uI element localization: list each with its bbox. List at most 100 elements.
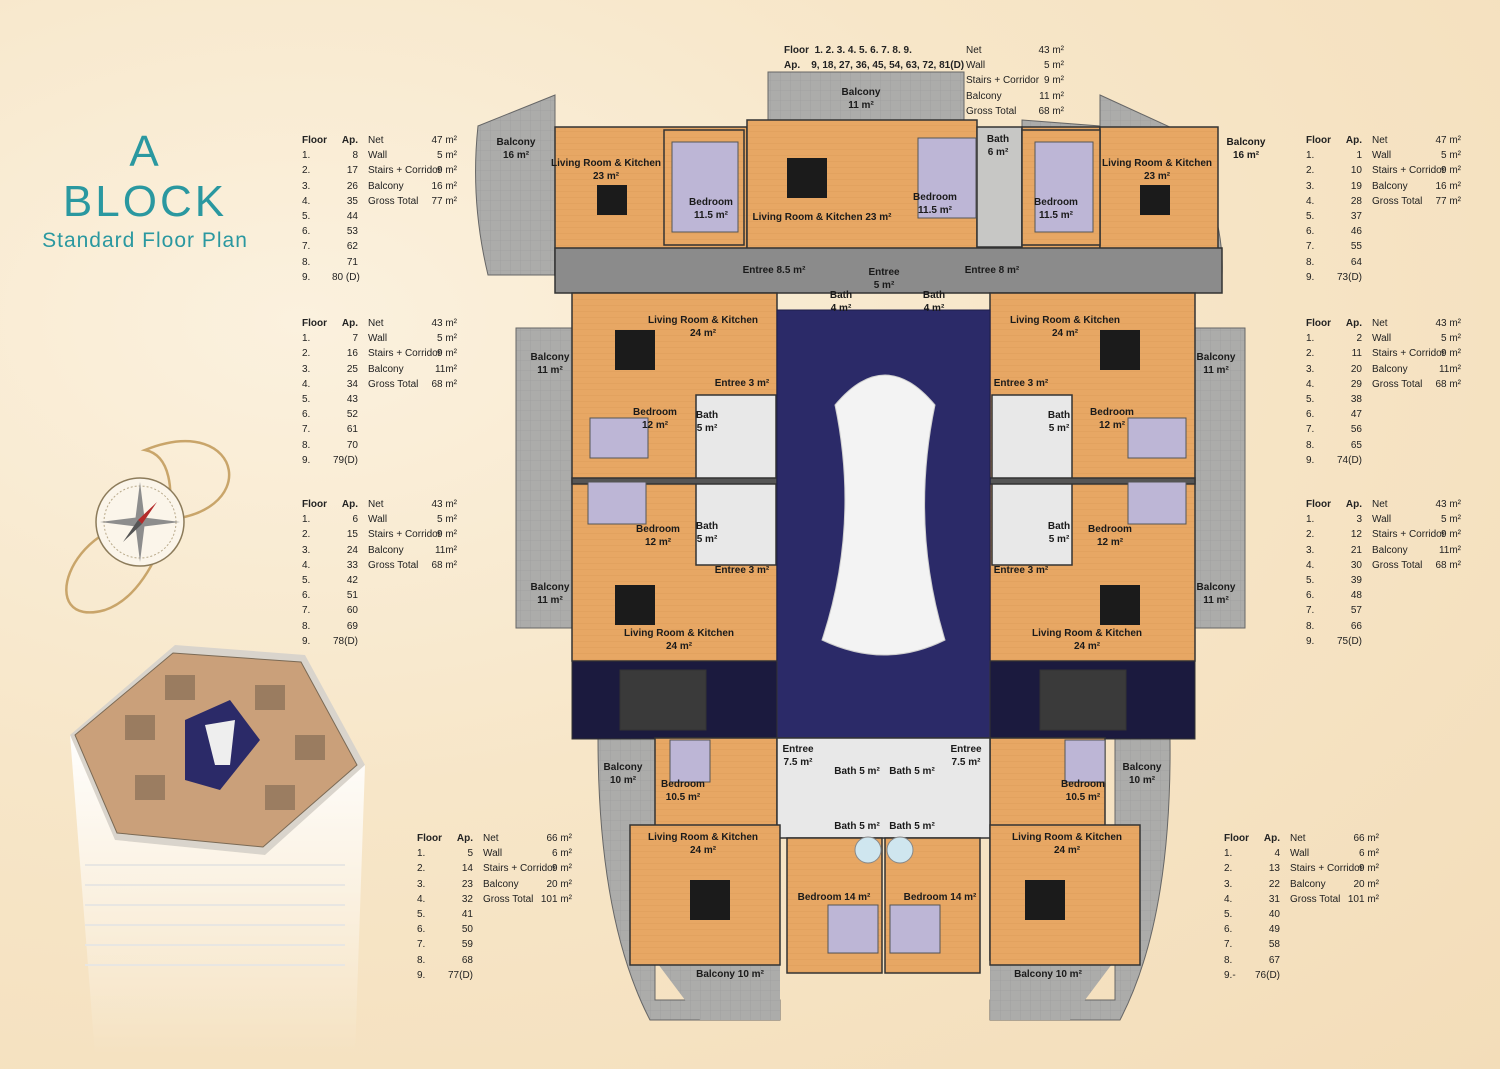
info-value: 11m² [1438,544,1461,556]
info-label: Stairs + Corridor [368,165,442,177]
floor-number: 9. [302,454,311,466]
floor-number: 3. [302,544,311,556]
room-label: Entree 3 m² [994,378,1049,389]
room-name: Balcony [1197,582,1236,593]
room-name: Balcony [1123,762,1162,773]
info-label: Wall [483,848,503,860]
apartment-number: 46 [1350,226,1362,238]
floor-number: 1. [1306,333,1315,345]
info-label: Gross Total [368,559,419,571]
info-value: 11m² [434,544,457,556]
room-area: 11.5 m² [918,205,953,216]
floor-number: 7. [1306,241,1315,253]
floor-number: 2. [1306,529,1315,541]
info-value: 77 m² [1435,195,1461,207]
floor-number: 5. [417,908,426,920]
apartment-number: 41 [461,908,473,920]
apartment-number: 26 [346,180,358,192]
floor-header: Floor [1306,135,1331,146]
floor-header: Floor [1306,318,1331,329]
info-label: Wall [1290,848,1310,860]
floor-number: 8. [1306,256,1315,268]
apartment-number: 77(D) [447,969,473,981]
room-area: 5 m² [1049,534,1070,545]
middle-apartments [571,292,1196,662]
room-label: Bath 5 m² [889,766,935,777]
room-name: Balcony [1227,137,1266,148]
floor-number: 8. [302,256,311,268]
room-name: Bath 5 m² [889,766,935,777]
room-name: Bath 5 m² [889,821,935,832]
room-name: Bedroom [1061,779,1105,790]
floor-number: 2. [417,863,426,875]
floor-number: 2. [1306,165,1315,177]
floor-number: 9. [1306,454,1315,466]
ap-values: 9, 18, 27, 36, 45, 54, 63, 72, 81(D) [811,60,965,72]
apartment-number: 42 [346,574,358,586]
info-label: Balcony [1372,180,1408,192]
info-value: 47 m² [1435,135,1461,146]
info-value: 11 m² [1039,90,1064,102]
info-label: Balcony [1372,544,1408,556]
apartment-number: 21 [1350,544,1362,556]
top-apartment-table: Floor 1. 2. 3. 4. 5. 6. 7. 8. 9. Ap. 9, … [784,43,964,73]
room-name: Bedroom [636,524,680,535]
info-value: 5 m² [1044,60,1064,72]
floor-number: 7. [417,939,426,951]
room-label: Living Room & Kitchen 23 m² [753,212,893,223]
apartment-number: 61 [346,424,358,436]
floor-header: Floor [784,45,809,56]
room-area: 12 m² [1097,537,1124,548]
floor-number: 2. [1306,348,1315,360]
apartment-number: 23 [461,878,473,890]
info-value: 20 m² [546,878,572,890]
info-label: Balcony [1372,363,1408,375]
apartment-number: 79(D) [332,454,358,466]
room-name: Living Room & Kitchen [1010,315,1120,326]
apartment-number: 49 [1268,924,1280,936]
floor-number: 3. [302,363,311,375]
floor-number: 2. [302,165,311,177]
room-name: Bedroom [1088,524,1132,535]
floor-header: Floor [1306,499,1331,510]
info-value: 5 m² [1441,150,1461,162]
room-area: 23 m² [593,171,620,182]
apartment-number: 8 [352,150,358,162]
apartment-number: 71 [346,256,358,268]
apartment-number: 5 [467,848,473,860]
info-value: 66 m² [1353,833,1379,844]
info-label: Net [1372,318,1388,329]
room-name: Balcony 10 m² [696,969,764,980]
room-name: Entree 3 m² [715,378,770,389]
room-name: Balcony [604,762,643,773]
room-area: 11.5 m² [1039,210,1074,221]
ap-header: Ap. [1263,833,1280,844]
room-name: Living Room & Kitchen [624,628,734,639]
info-value: 101 m² [540,893,572,905]
apartment-number: 51 [346,590,358,602]
room-name: Balcony [531,582,570,593]
info-label: Wall [368,514,388,526]
compass-icon [65,440,231,614]
